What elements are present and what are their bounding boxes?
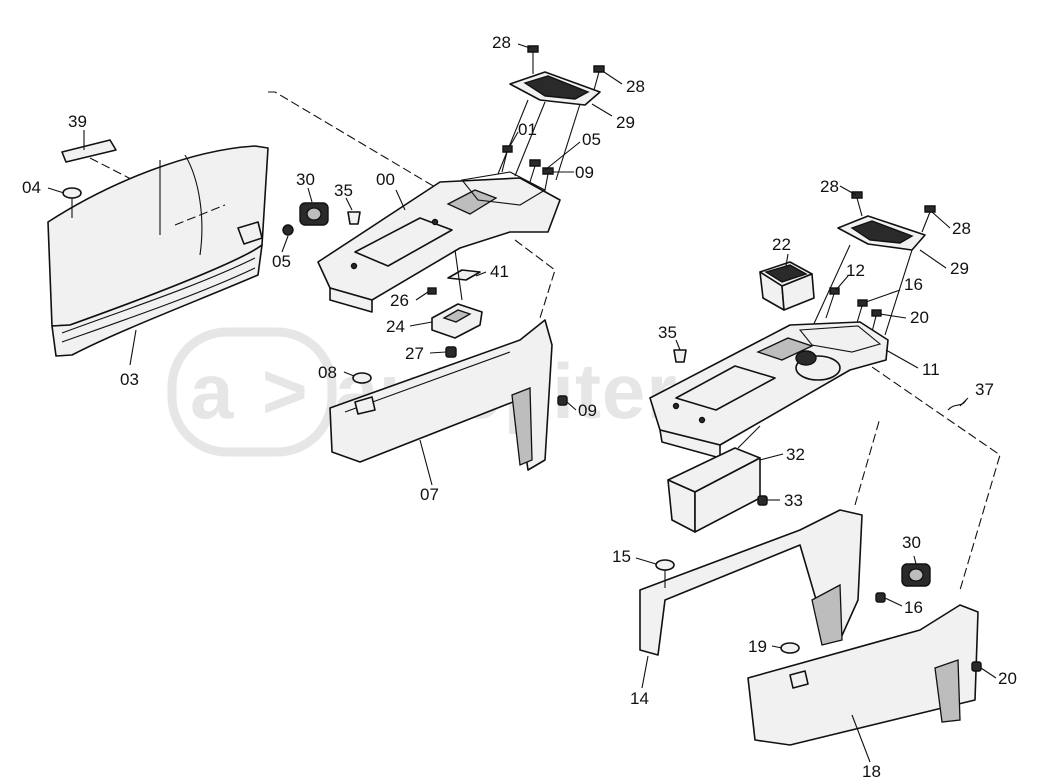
part-16-nut-lower bbox=[875, 592, 886, 603]
part-26-screw bbox=[427, 287, 437, 295]
callout-30: 30 bbox=[296, 170, 315, 189]
dash-line-left-mid bbox=[514, 239, 556, 319]
callout-18: 18 bbox=[862, 762, 881, 781]
callout-26: 26 bbox=[390, 291, 409, 310]
callout-00: 00 bbox=[376, 170, 395, 189]
svg-text:a: a bbox=[190, 347, 234, 435]
callout-35: 35 bbox=[658, 323, 677, 342]
callout-05: 05 bbox=[582, 130, 601, 149]
callout-29: 29 bbox=[616, 113, 635, 132]
callout-05: 05 bbox=[272, 252, 291, 271]
part-09-nut-lower bbox=[557, 395, 568, 406]
callout-24: 24 bbox=[386, 317, 405, 336]
callout-27: 27 bbox=[405, 344, 424, 363]
part-30-grommet-left bbox=[299, 202, 329, 226]
dash-line-right bbox=[839, 344, 1001, 591]
callout-19: 19 bbox=[748, 637, 767, 656]
callout-03: 03 bbox=[120, 370, 139, 389]
part-08-clip bbox=[352, 372, 376, 415]
callout-01: 01 bbox=[518, 120, 537, 139]
part-03-side-panel bbox=[47, 145, 269, 357]
callout-39: 39 bbox=[68, 112, 87, 131]
callout-15: 15 bbox=[612, 547, 631, 566]
callout-09: 09 bbox=[575, 163, 594, 182]
callout-09: 09 bbox=[578, 401, 597, 420]
part-35-cap-left bbox=[347, 211, 361, 225]
callout-28: 28 bbox=[492, 33, 511, 52]
part-41-label bbox=[447, 269, 481, 281]
callout-20: 20 bbox=[910, 308, 929, 327]
part-03-bracket bbox=[237, 221, 263, 245]
part-09-screw-console bbox=[542, 167, 554, 191]
callout-16: 16 bbox=[904, 598, 923, 617]
part-05-screw-console bbox=[529, 159, 541, 183]
callout-29: 29 bbox=[950, 259, 969, 278]
part-05-nut-left bbox=[282, 224, 294, 236]
callout-04: 04 bbox=[22, 178, 41, 197]
callout-28: 28 bbox=[952, 219, 971, 238]
callout-labels: 28 28 29 01 05 09 39 04 30 35 00 05 41 2… bbox=[22, 33, 1017, 781]
callout-28: 28 bbox=[820, 177, 839, 196]
part-12-screw bbox=[825, 287, 840, 319]
callout-16: 16 bbox=[904, 275, 923, 294]
callout-12: 12 bbox=[846, 261, 865, 280]
part-20-screw-upper bbox=[871, 309, 882, 333]
callout-33: 33 bbox=[784, 491, 803, 510]
callout-20: 20 bbox=[998, 669, 1017, 688]
callout-35: 35 bbox=[334, 181, 353, 200]
part-41-guide bbox=[454, 249, 463, 301]
part-29-bezel-right bbox=[811, 215, 926, 336]
part-30-grommet-right bbox=[901, 563, 931, 587]
callout-37: 37 bbox=[975, 380, 994, 399]
part-19-clip bbox=[780, 642, 800, 654]
part-14-side-cover bbox=[639, 509, 863, 656]
callout-07: 07 bbox=[420, 485, 439, 504]
svg-text:>: > bbox=[262, 347, 309, 435]
leader-lines bbox=[47, 43, 997, 763]
part-29-bezel-left bbox=[497, 71, 601, 181]
part-11-console bbox=[649, 321, 889, 459]
part-22-switch bbox=[759, 261, 815, 311]
part-00-console bbox=[317, 171, 561, 313]
part-28-bolt-left-b bbox=[593, 65, 605, 91]
part-35-cap-right bbox=[673, 349, 687, 363]
part-27-nut bbox=[445, 346, 457, 358]
part-15-clip bbox=[655, 559, 675, 588]
part-33-screw bbox=[757, 495, 768, 506]
callout-22: 22 bbox=[772, 235, 791, 254]
part-28-bolt-right-a bbox=[851, 191, 863, 217]
part-07-lower-cover bbox=[329, 319, 553, 471]
callout-14: 14 bbox=[630, 689, 649, 708]
callout-41: 41 bbox=[490, 262, 509, 281]
callout-32: 32 bbox=[786, 445, 805, 464]
callout-30: 30 bbox=[902, 533, 921, 552]
part-18-lower-cover bbox=[747, 604, 979, 746]
part-28-bolt-left-a bbox=[527, 45, 539, 74]
part-37-hook bbox=[947, 399, 967, 411]
dash-line-left-top bbox=[268, 91, 441, 191]
dash-line-right-lower bbox=[854, 417, 881, 506]
callout-28: 28 bbox=[626, 77, 645, 96]
callout-08: 08 bbox=[318, 363, 337, 382]
part-28-bolt-right-b bbox=[921, 205, 936, 233]
part-24-bracket bbox=[431, 303, 483, 339]
part-39-sticker bbox=[61, 139, 117, 163]
part-20-nut-lower bbox=[971, 661, 982, 672]
part-01-screw bbox=[501, 145, 513, 173]
callout-11: 11 bbox=[922, 360, 940, 379]
